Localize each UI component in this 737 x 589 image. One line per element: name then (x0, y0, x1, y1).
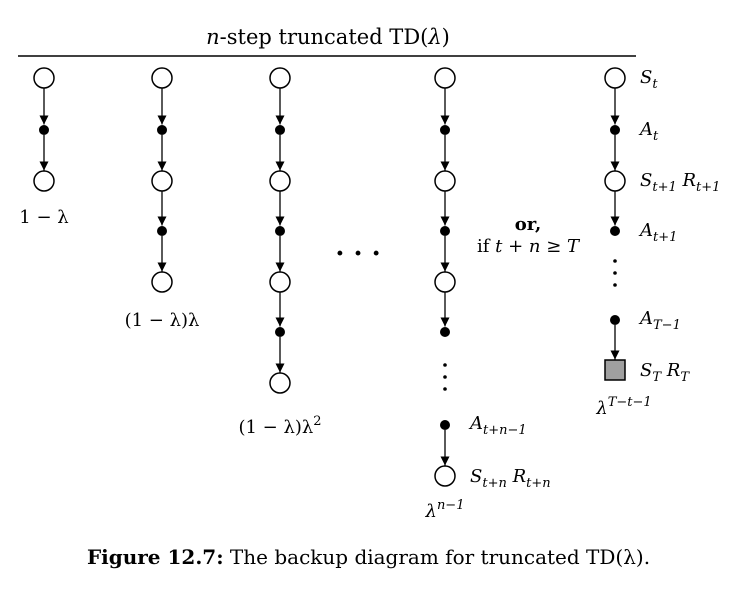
backup-nodes (33, 67, 626, 487)
label-a-t: At (638, 119, 659, 144)
col4-action-node-4 (440, 226, 450, 236)
label-s-t: St (640, 67, 658, 92)
caption-label: Figure 12.7: (86, 545, 224, 569)
col4-state-node-1 (434, 67, 456, 89)
col3-state-node-1 (269, 67, 291, 89)
col2-action-node-2 (157, 125, 167, 135)
label-s-T: ST RT (640, 360, 690, 385)
weight-col4: λn−1 (425, 498, 465, 522)
col5-state-node-1 (604, 67, 626, 89)
col3-state-node-5 (269, 271, 291, 293)
col1-state-node-3 (33, 170, 55, 192)
weight-col5: λT−t−1 (595, 395, 651, 419)
weight-col2: (1 − λ)λ (125, 310, 200, 331)
col2-state-node-3 (151, 170, 173, 192)
col3-action-node-4 (275, 226, 285, 236)
col4-state-node-3 (434, 170, 456, 192)
col2-state-node-5 (151, 271, 173, 293)
weight-col3: (1 − λ)λ2 (238, 414, 321, 438)
col2-action-node-4 (157, 226, 167, 236)
col5-action-node-2 (610, 125, 620, 135)
horizontal-ellipsis: · · · (335, 239, 380, 269)
diagram-title: n-step truncated TD(λ) (206, 25, 450, 49)
label-a-t-n-1: At+n−1 (468, 413, 527, 438)
col1-action-node-2 (39, 125, 49, 135)
weight-col1: 1 − λ (19, 207, 68, 228)
col3-state-node-7 (269, 372, 291, 394)
col4-state-node-8 (434, 465, 456, 487)
condition-label: if t + n ≥ T (477, 236, 581, 257)
label-a-t1: At+1 (638, 220, 677, 245)
or-label: or, (515, 214, 541, 235)
caption-text: The backup diagram for truncated TD(λ). (223, 545, 651, 569)
col5-terminal-node-6 (604, 359, 626, 381)
label-s-t1: St+1 Rt+1 (640, 170, 720, 195)
col4-state-node-5 (434, 271, 456, 293)
label-s-t-n: St+n Rt+n (470, 466, 551, 491)
vertical-ellipsis-col4 (443, 363, 447, 391)
col1-state-node-1 (33, 67, 55, 89)
col3-action-node-2 (275, 125, 285, 135)
col2-state-node-1 (151, 67, 173, 89)
col3-state-node-3 (269, 170, 291, 192)
figure-caption: Figure 12.7: The backup diagram for trun… (0, 545, 737, 569)
col5-state-node-3 (604, 170, 626, 192)
label-a-T-1: AT−1 (638, 308, 681, 333)
vertical-ellipsis-col5 (613, 259, 617, 287)
col4-action-node-7 (440, 420, 450, 430)
col4-action-node-6 (440, 327, 450, 337)
col3-action-node-6 (275, 327, 285, 337)
col5-action-node-4 (610, 226, 620, 236)
col4-action-node-2 (440, 125, 450, 135)
col5-action-node-5 (610, 315, 620, 325)
